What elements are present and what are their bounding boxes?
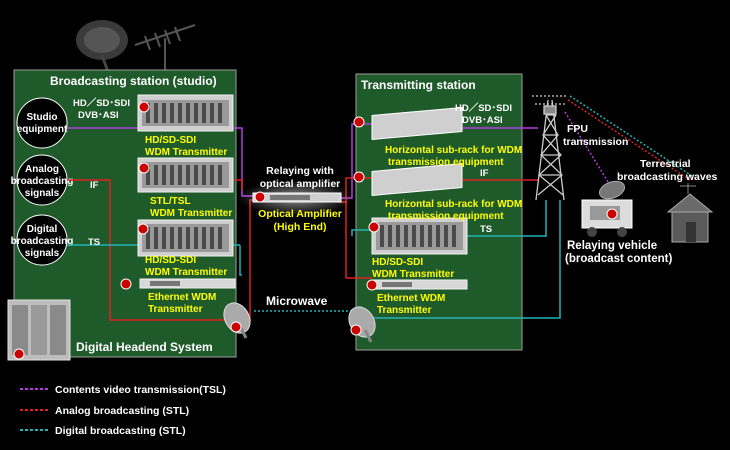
stl-tsl-wdm-transmitter-unit	[137, 157, 234, 193]
svg-text:TS: TS	[88, 237, 100, 248]
cyan-line-right	[462, 200, 547, 237]
horizontal-sub-rack-2	[371, 163, 463, 196]
svg-text:HD／SD･SDI: HD／SD･SDI	[73, 97, 130, 109]
transmission-tower-icon	[532, 95, 568, 201]
transmitting-station-title: Transmitting station	[361, 78, 476, 92]
tv-antenna-icon	[134, 24, 196, 70]
right-ethernet-wdm-transmitter-unit	[371, 279, 468, 290]
svg-text:Digital: Digital	[27, 224, 58, 235]
left-equipment-labels: HD/SD-SDI WDM Transmitter STL/TSL WDM Tr…	[145, 135, 232, 315]
svg-text:HD/SD-SDI: HD/SD-SDI	[145, 135, 196, 146]
svg-text:DVB･ASI: DVB･ASI	[462, 115, 503, 126]
svg-text:WDM Transmitter: WDM Transmitter	[145, 267, 227, 278]
left-signal-labels: HD／SD･SDI DVB･ASI IF TS	[73, 97, 130, 248]
svg-text:Ethernet WDM: Ethernet WDM	[377, 293, 445, 304]
svg-text:(broadcast content): (broadcast content)	[565, 253, 673, 265]
legend-label-cyan: Digital broadcasting (STL)	[55, 425, 186, 437]
svg-text:IF: IF	[480, 168, 489, 179]
horizontal-sub-rack-1	[371, 107, 463, 140]
microwave-label: Microwave	[266, 294, 328, 308]
svg-text:FPU: FPU	[567, 123, 588, 135]
right-equipment-labels: Horizontal sub-rack for WDM transmission…	[372, 145, 522, 316]
svg-text:Relaying vehicle: Relaying vehicle	[567, 240, 657, 252]
broadcasting-station-title: Broadcasting station (studio)	[50, 74, 217, 88]
headend-label: Digital Headend System	[76, 340, 213, 354]
legend-label-red: Analog broadcasting (STL)	[55, 405, 189, 417]
svg-text:(High End): (High End)	[273, 221, 326, 233]
svg-text:STL/TSL: STL/TSL	[150, 196, 191, 207]
far-right-labels: FPU transmission Terrestrial broadcastin…	[563, 123, 718, 183]
svg-text:transmission: transmission	[563, 136, 628, 148]
svg-text:Studio: Studio	[26, 112, 57, 123]
terrestrial-wave-cyan	[569, 95, 693, 177]
svg-text:WDM Transmitter: WDM Transmitter	[150, 208, 232, 219]
red-indicator-markers	[13, 101, 618, 360]
svg-text:TS: TS	[480, 224, 492, 235]
svg-text:HD/SD-SDI: HD/SD-SDI	[145, 255, 196, 266]
digital-signals-node: Digital broadcasting signals	[11, 214, 74, 266]
terrestrial-wave-red	[567, 99, 691, 181]
optical-amplifier-label: Optical Amplifier (High End)	[258, 208, 342, 233]
svg-text:IF: IF	[90, 180, 99, 191]
svg-text:Transmitter: Transmitter	[148, 304, 203, 315]
studio-equipment-node: Studio equipment	[16, 97, 68, 149]
svg-text:broadcasting: broadcasting	[11, 176, 74, 187]
hd-sdi-wdm-transmitter-unit	[137, 94, 234, 132]
svg-text:signals: signals	[25, 188, 60, 199]
svg-text:WDM Transmitter: WDM Transmitter	[372, 269, 454, 280]
svg-text:HD/SD-SDI: HD/SD-SDI	[372, 257, 423, 268]
svg-text:transmission equipment: transmission equipment	[388, 157, 504, 168]
vehicle-label: Relaying vehicle (broadcast content)	[565, 240, 673, 265]
svg-text:Relaying with: Relaying with	[266, 165, 334, 177]
svg-text:Terrestrial: Terrestrial	[640, 158, 691, 170]
svg-text:transmission equipment: transmission equipment	[388, 211, 504, 222]
svg-text:Ethernet WDM: Ethernet WDM	[148, 292, 216, 303]
satellite-dish-icon	[76, 20, 128, 73]
svg-text:Horizontal sub-rack for WDM: Horizontal sub-rack for WDM	[385, 145, 522, 156]
right-hd-sdi-wdm-transmitter-unit	[371, 217, 468, 255]
hd-sdi-wdm-transmitter-unit-2	[137, 219, 234, 257]
svg-text:signals: signals	[25, 248, 60, 259]
svg-text:DVB･ASI: DVB･ASI	[78, 110, 119, 121]
svg-text:broadcasting waves: broadcasting waves	[617, 171, 718, 183]
svg-text:Analog: Analog	[25, 164, 59, 175]
legend-label-purple: Contents video transmission(TSL)	[55, 384, 226, 396]
house-icon	[666, 183, 714, 243]
svg-text:WDM Transmitter: WDM Transmitter	[145, 147, 227, 158]
relaying-vehicle-icon	[581, 180, 633, 237]
optical-amplifier-unit	[238, 180, 354, 216]
svg-text:Optical Amplifier: Optical Amplifier	[258, 208, 342, 220]
svg-text:broadcasting: broadcasting	[11, 236, 74, 247]
svg-text:Transmitter: Transmitter	[377, 305, 432, 316]
svg-text:optical amplifier: optical amplifier	[260, 178, 341, 190]
middle-labels: Relaying with optical amplifier	[260, 165, 341, 190]
right-signal-labels: HD／SD･SDI DVB･ASI IF TS	[455, 102, 512, 235]
svg-text:Horizontal sub-rack for WDM: Horizontal sub-rack for WDM	[385, 199, 522, 210]
svg-text:equipment: equipment	[17, 124, 68, 135]
ethernet-wdm-transmitter-unit	[139, 278, 236, 289]
legend: Contents video transmission(TSL) Analog …	[20, 384, 226, 437]
svg-text:HD／SD･SDI: HD／SD･SDI	[455, 102, 512, 114]
